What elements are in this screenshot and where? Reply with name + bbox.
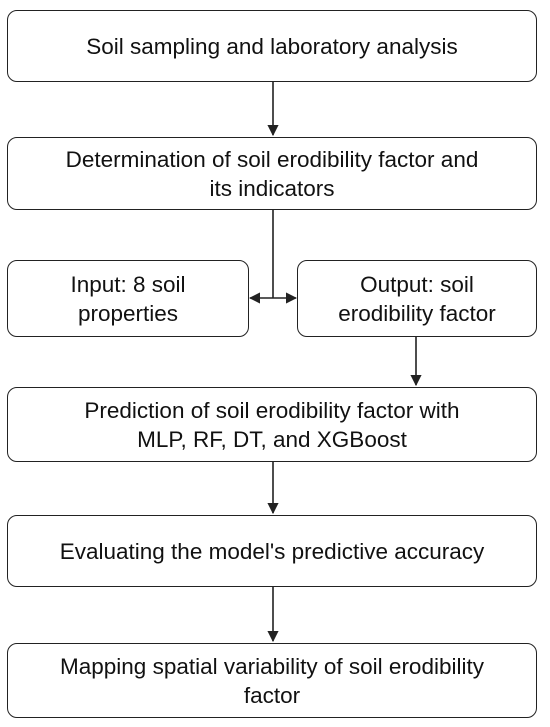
step-input-line-1: Input: 8 soil xyxy=(70,271,186,297)
step-prediction-line-2: MLP, RF, DT, and XGBoost xyxy=(137,426,407,452)
step-prediction: Prediction of soil erodibility factor wi… xyxy=(7,387,537,462)
step-prediction-line-1: Prediction of soil erodibility factor wi… xyxy=(84,397,460,423)
step-determination-line-2: its indicators xyxy=(209,175,335,201)
step-sampling-line-1: Soil sampling and laboratory analysis xyxy=(86,33,458,59)
step-determination-line-1: Determination of soil erodibility factor… xyxy=(65,146,479,172)
step-input-line-2: properties xyxy=(77,300,179,326)
step-mapping-line-2: factor xyxy=(243,682,301,708)
step-output-line-2: erodibility factor xyxy=(338,300,496,326)
step-evaluation: Evaluating the model's predictive accura… xyxy=(7,515,537,587)
step-output: Output: soil erodibility factor xyxy=(297,260,537,337)
step-determination: Determination of soil erodibility factor… xyxy=(7,137,537,210)
step-mapping-line-1: Mapping spatial variability of soil erod… xyxy=(60,653,484,679)
step-sampling: Soil sampling and laboratory analysis xyxy=(7,10,537,82)
step-input: Input: 8 soil properties xyxy=(7,260,249,337)
step-mapping: Mapping spatial variability of soil erod… xyxy=(7,643,537,718)
step-evaluation-line-1: Evaluating the model's predictive accura… xyxy=(59,538,485,564)
step-output-line-1: Output: soil xyxy=(360,271,474,297)
